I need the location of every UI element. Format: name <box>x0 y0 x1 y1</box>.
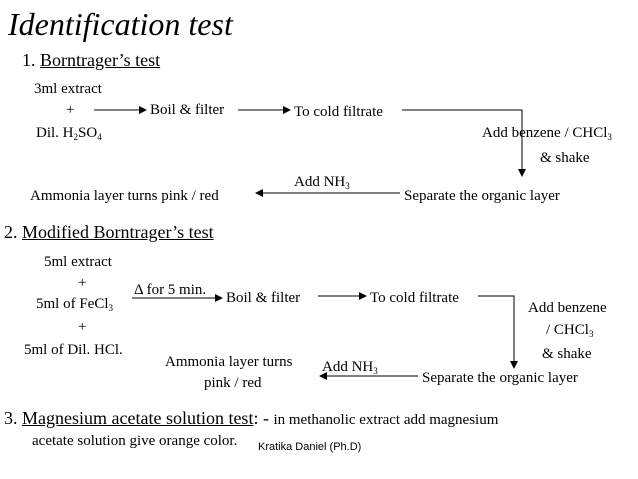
s1-boil-filter: Boil & filter <box>150 102 225 118</box>
s1-separate-layer: Separate the organic layer <box>404 188 560 204</box>
s2-chcl3: / CHCl3 <box>546 322 594 339</box>
s1-add-nh3: Add NH3 <box>294 174 350 191</box>
s2-add-benzene: Add benzene <box>528 300 607 316</box>
s1-result: Ammonia layer turns pink / red <box>30 188 219 204</box>
section3-separator: : - <box>253 408 269 428</box>
section2-heading: 2. Modified Borntrager’s test <box>4 223 214 241</box>
s2-heat-condition: Δ for 5 min. <box>134 282 207 298</box>
s2-boil-filter: Boil & filter <box>226 290 301 306</box>
s2-add-nh3: Add NH3 <box>322 359 378 376</box>
s2-shake: & shake <box>542 346 592 362</box>
s1-shake: & shake <box>540 150 590 166</box>
s2-result-line1: Ammonia layer turns <box>165 354 293 370</box>
s1-add-benzene: Add benzene / CHCl3 <box>482 125 612 142</box>
page-title: Identification test <box>8 6 233 42</box>
s2-plus1: + <box>78 275 87 291</box>
s2-extract: 5ml extract <box>44 254 112 270</box>
s1-plus: + <box>66 102 75 118</box>
section1-number: 1. <box>22 50 36 70</box>
section1-heading: 1. Borntrager’s test <box>22 51 160 69</box>
section1-title: Borntrager’s test <box>40 50 161 70</box>
s1-arrow-down <box>402 109 526 177</box>
section3-text-line2: acetate solution give orange color. <box>32 433 238 449</box>
s2-arrow-down <box>478 295 518 369</box>
s1-cold-filtrate: To cold filtrate <box>294 104 383 120</box>
author-footer: Kratika Daniel (Ph.D) <box>258 441 362 453</box>
s1-arrow-to-benzene <box>400 111 480 120</box>
section3-text-line1: in methanolic extract add magnesium <box>273 412 499 428</box>
s1-extract: 3ml extract <box>34 81 102 97</box>
section3-heading: 3. Magnesium acetate solution test: - in… <box>4 409 498 428</box>
s2-separate-layer: Separate the organic layer <box>422 370 578 386</box>
s2-result-line2: pink / red <box>204 375 262 391</box>
s2-fecl3: 5ml of FeCl3 <box>36 296 114 313</box>
s1-reagent: Dil. H2SO4 <box>36 125 102 142</box>
section3-title: Magnesium acetate solution test <box>22 408 254 428</box>
s2-hcl: 5ml of Dil. HCl. <box>24 342 123 358</box>
s2-cold-filtrate: To cold filtrate <box>370 290 459 306</box>
section2-title: Modified Borntrager’s test <box>22 222 214 242</box>
section3-number: 3. <box>4 408 18 428</box>
s2-plus2: + <box>78 319 87 335</box>
section2-number: 2. <box>4 222 18 242</box>
